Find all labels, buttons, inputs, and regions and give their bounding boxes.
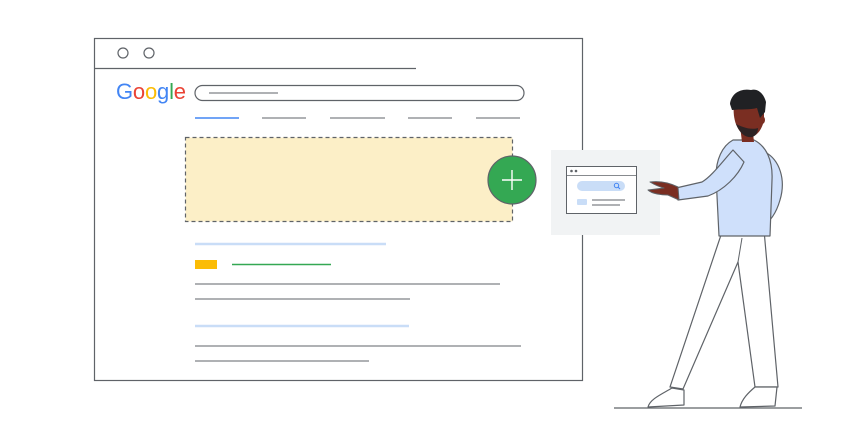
logo-letter-o1: o: [133, 79, 145, 104]
google-logo: Google: [116, 79, 186, 104]
pants: [669, 229, 779, 390]
beard: [736, 124, 758, 138]
browser-window: Google: [93, 37, 584, 382]
shirt: [715, 139, 773, 237]
ad-preview-card[interactable]: [551, 150, 660, 235]
logo-letter-l: l: [169, 79, 174, 104]
logo-letter-g: G: [116, 79, 133, 104]
preview-search-bar: [577, 181, 625, 191]
ad-badge: [195, 260, 217, 269]
right-shoe: [739, 386, 778, 408]
preview-dot: [574, 169, 578, 173]
pants-seam: [737, 237, 743, 263]
person-figure: [614, 89, 802, 409]
add-button[interactable]: [487, 155, 537, 205]
hand: [647, 181, 680, 201]
logo-letter-g2: g: [157, 79, 169, 104]
search-bar[interactable]: [194, 84, 525, 102]
search-icon: [613, 182, 621, 190]
minimize-dot[interactable]: [143, 47, 155, 59]
close-dot[interactable]: [117, 47, 129, 59]
preview-dot: [570, 169, 573, 173]
plus-icon: [502, 170, 522, 190]
logo-letter-o2: o: [145, 79, 157, 104]
ad-slot-placeholder[interactable]: [184, 136, 514, 223]
ear: [759, 116, 765, 124]
left-shoe: [647, 387, 685, 408]
hair: [730, 89, 766, 118]
logo-letter-e: e: [174, 79, 186, 104]
preview-thumbnail: [577, 199, 587, 205]
